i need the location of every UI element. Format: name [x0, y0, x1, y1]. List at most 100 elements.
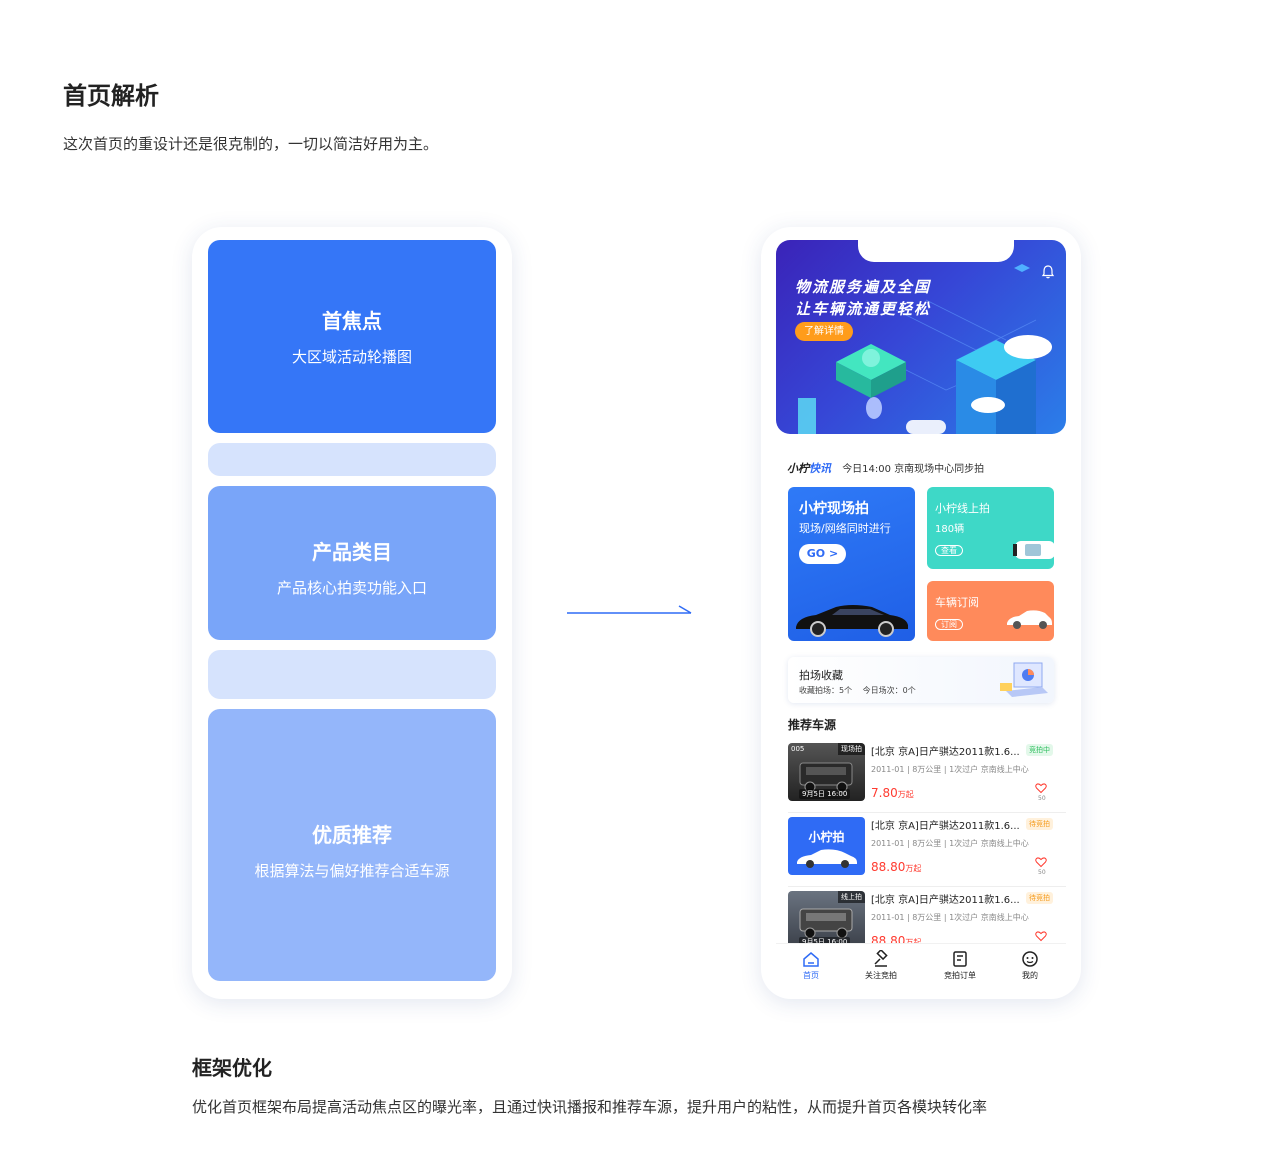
banner-line-1: 物流服务遍及全国 [795, 278, 932, 296]
favorites-today: 今日场次：0个 [862, 686, 916, 695]
tab-auction-orders[interactable]: 竞拍订单 [932, 950, 988, 981]
phone-notch [858, 240, 1014, 262]
wireframe-recommend-subtitle: 根据算法与偏好推荐合适车源 [254, 862, 450, 880]
like-count: 50 [1038, 795, 1046, 802]
status-badge: 待竞拍 [1026, 892, 1053, 904]
favorites-title: 拍场收藏 [799, 669, 843, 682]
banner-illustration [798, 264, 1052, 434]
wireframe-favorites-block [208, 650, 496, 699]
online-auction-card[interactable]: 小柠线上拍 180辆 查看 [927, 487, 1054, 569]
tab-orders-label: 竞拍订单 [944, 971, 976, 980]
news-brand-b: 快讯 [809, 462, 831, 475]
right-arrow-icon [567, 605, 692, 614]
auction-time: 9月5日 16:00 [799, 937, 851, 947]
online-auction-count: 180辆 [935, 524, 965, 535]
white-car-icon [1007, 610, 1052, 629]
lot-number: 005 [791, 745, 805, 753]
tab-home-label: 首页 [803, 971, 819, 980]
car-thumbnail: 小柠拍 [788, 817, 865, 875]
tab-followed-label: 关注竞拍 [865, 971, 897, 980]
live-auction-card[interactable]: 小柠现场拍 现场/网络同时进行 GO > [788, 487, 915, 641]
banner-details-button[interactable]: 了解详情 [795, 322, 853, 341]
order-icon [953, 951, 967, 967]
subscription-title: 车辆订阅 [935, 596, 979, 609]
listing-title: [北京 京A]日产骐达2011款1.6... [871, 821, 1020, 832]
news-text: 今日14:00 京南现场中心同步拍 [842, 464, 985, 475]
recommend-title: 推荐车源 [788, 718, 837, 732]
suv-car-icon [799, 762, 853, 793]
price-value: 7.80 [871, 786, 898, 800]
live-auction-desc: 现场/网络同时进行 [799, 522, 891, 535]
heart-icon[interactable] [1035, 930, 1047, 942]
subscribe-button[interactable]: 订阅 [935, 619, 963, 630]
heart-icon[interactable] [1035, 856, 1047, 868]
wireframe-phone: 首焦点 大区域活动轮播图 产品类目 产品核心拍卖功能入口 优质推荐 根据算法与偏… [192, 227, 512, 999]
go-button[interactable]: GO > [799, 544, 846, 564]
white-car-icon [1013, 541, 1054, 559]
sedan-car-icon [796, 605, 908, 637]
favorites-panel[interactable]: 拍场收藏 收藏拍场：5个 今日场次：0个 [788, 657, 1054, 703]
listing-title: [北京 京A]日产骐达2011款1.6... [871, 895, 1020, 906]
wireframe-focus-title: 首焦点 [322, 309, 382, 333]
banner-line-2: 让车辆流通更轻松 [795, 300, 932, 318]
wireframe-category-title: 产品类目 [312, 540, 392, 564]
laptop-chart-icon [1000, 662, 1048, 697]
gavel-icon [874, 950, 888, 967]
price-unit: 万起 [905, 864, 922, 873]
bottom-tab-bar: 首页 关注竞拍 竞拍订单 我的 [776, 943, 1066, 989]
wireframe-news-block [208, 443, 496, 476]
brand-label: 小柠拍 [808, 830, 845, 844]
heart-icon[interactable] [1035, 782, 1047, 794]
wireframe-recommend-title: 优质推荐 [312, 823, 392, 847]
app-phone: 物流服务遍及全国 让车辆流通更轻松 了解详情 小柠快讯 今日14:00 京南现场… [761, 227, 1081, 999]
listing-meta: 2011-01 | 8万公里 | 1次过户 京南线上中心 [871, 839, 1029, 848]
status-badge: 待竞拍 [1026, 818, 1053, 830]
wireframe-category-block: 产品类目 产品核心拍卖功能入口 [208, 486, 496, 640]
car-listing[interactable]: 005 现场拍 9月5日 16:00 [北京 京A]日产骐达2011款1.6..… [788, 743, 1066, 813]
profile-icon [1022, 951, 1038, 967]
like-count: 50 [1038, 869, 1046, 876]
banner-carousel[interactable]: 物流服务遍及全国 让车辆流通更轻松 了解详情 [776, 240, 1066, 434]
subscription-card[interactable]: 车辆订阅 订阅 [927, 581, 1054, 641]
listing-meta: 2011-01 | 8万公里 | 1次过户 京南线上中心 [871, 913, 1029, 922]
car-thumbnail: 线上拍 9月5日 16:00 [788, 891, 865, 949]
listing-price: 7.80万起 [871, 786, 914, 800]
listing-meta: 2011-01 | 8万公里 | 1次过户 京南线上中心 [871, 765, 1029, 774]
section-title: 框架优化 [192, 1056, 272, 1080]
view-button[interactable]: 查看 [935, 545, 963, 556]
tab-home[interactable]: 首页 [783, 950, 839, 981]
wireframe-focus-block: 首焦点 大区域活动轮播图 [208, 240, 496, 433]
favorites-stats: 收藏拍场：5个 今日场次：0个 [799, 685, 916, 696]
auction-type-tag: 线上拍 [838, 891, 865, 903]
tab-profile[interactable]: 我的 [1002, 950, 1058, 981]
car-listing[interactable]: 小柠拍 [北京 京A]日产骐达2011款1.6... 待竞拍 2011-01 |… [788, 817, 1066, 887]
listing-price: 88.80万起 [871, 860, 921, 874]
banner-headline: 物流服务遍及全国 让车辆流通更轻松 [795, 276, 931, 320]
tab-followed-auctions[interactable]: 关注竞拍 [853, 950, 909, 981]
auction-time: 9月5日 16:00 [799, 789, 851, 799]
home-icon [803, 952, 819, 967]
price-unit: 万起 [905, 938, 921, 947]
favorites-count: 收藏拍场：5个 [799, 686, 853, 695]
price-unit: 万起 [897, 790, 914, 799]
live-auction-title: 小柠现场拍 [799, 501, 869, 517]
section-description: 优化首页框架布局提高活动焦点区的曝光率，且通过快讯播报和推荐车源，提升用户的粘性… [192, 1098, 988, 1116]
news-brand-a: 小柠 [787, 462, 809, 475]
price-value: 88.80 [871, 860, 906, 874]
car-thumbnail: 005 现场拍 9月5日 16:00 [788, 743, 865, 801]
status-badge: 竞拍中 [1026, 744, 1053, 756]
auction-type-tag: 现场拍 [838, 743, 865, 755]
news-ticker[interactable]: 小柠快讯 今日14:00 京南现场中心同步拍 [787, 460, 984, 476]
news-brand: 小柠快讯 [787, 462, 831, 475]
white-car-icon [797, 849, 857, 868]
tab-profile-label: 我的 [1022, 971, 1038, 980]
wireframe-recommend-block: 优质推荐 根据算法与偏好推荐合适车源 [208, 709, 496, 981]
page-description: 这次首页的重设计还是很克制的，一切以简洁好用为主。 [63, 135, 439, 153]
wireframe-category-subtitle: 产品核心拍卖功能入口 [276, 579, 427, 597]
online-auction-title: 小柠线上拍 [935, 502, 990, 515]
suv-car-icon [799, 908, 853, 939]
wireframe-focus-subtitle: 大区域活动轮播图 [291, 348, 412, 366]
page-title: 首页解析 [63, 82, 159, 110]
car-listing[interactable]: 线上拍 9月5日 16:00 [北京 京A]日产骐达2011款1.6... 待竞… [788, 891, 1066, 961]
bell-icon[interactable] [1040, 264, 1056, 280]
